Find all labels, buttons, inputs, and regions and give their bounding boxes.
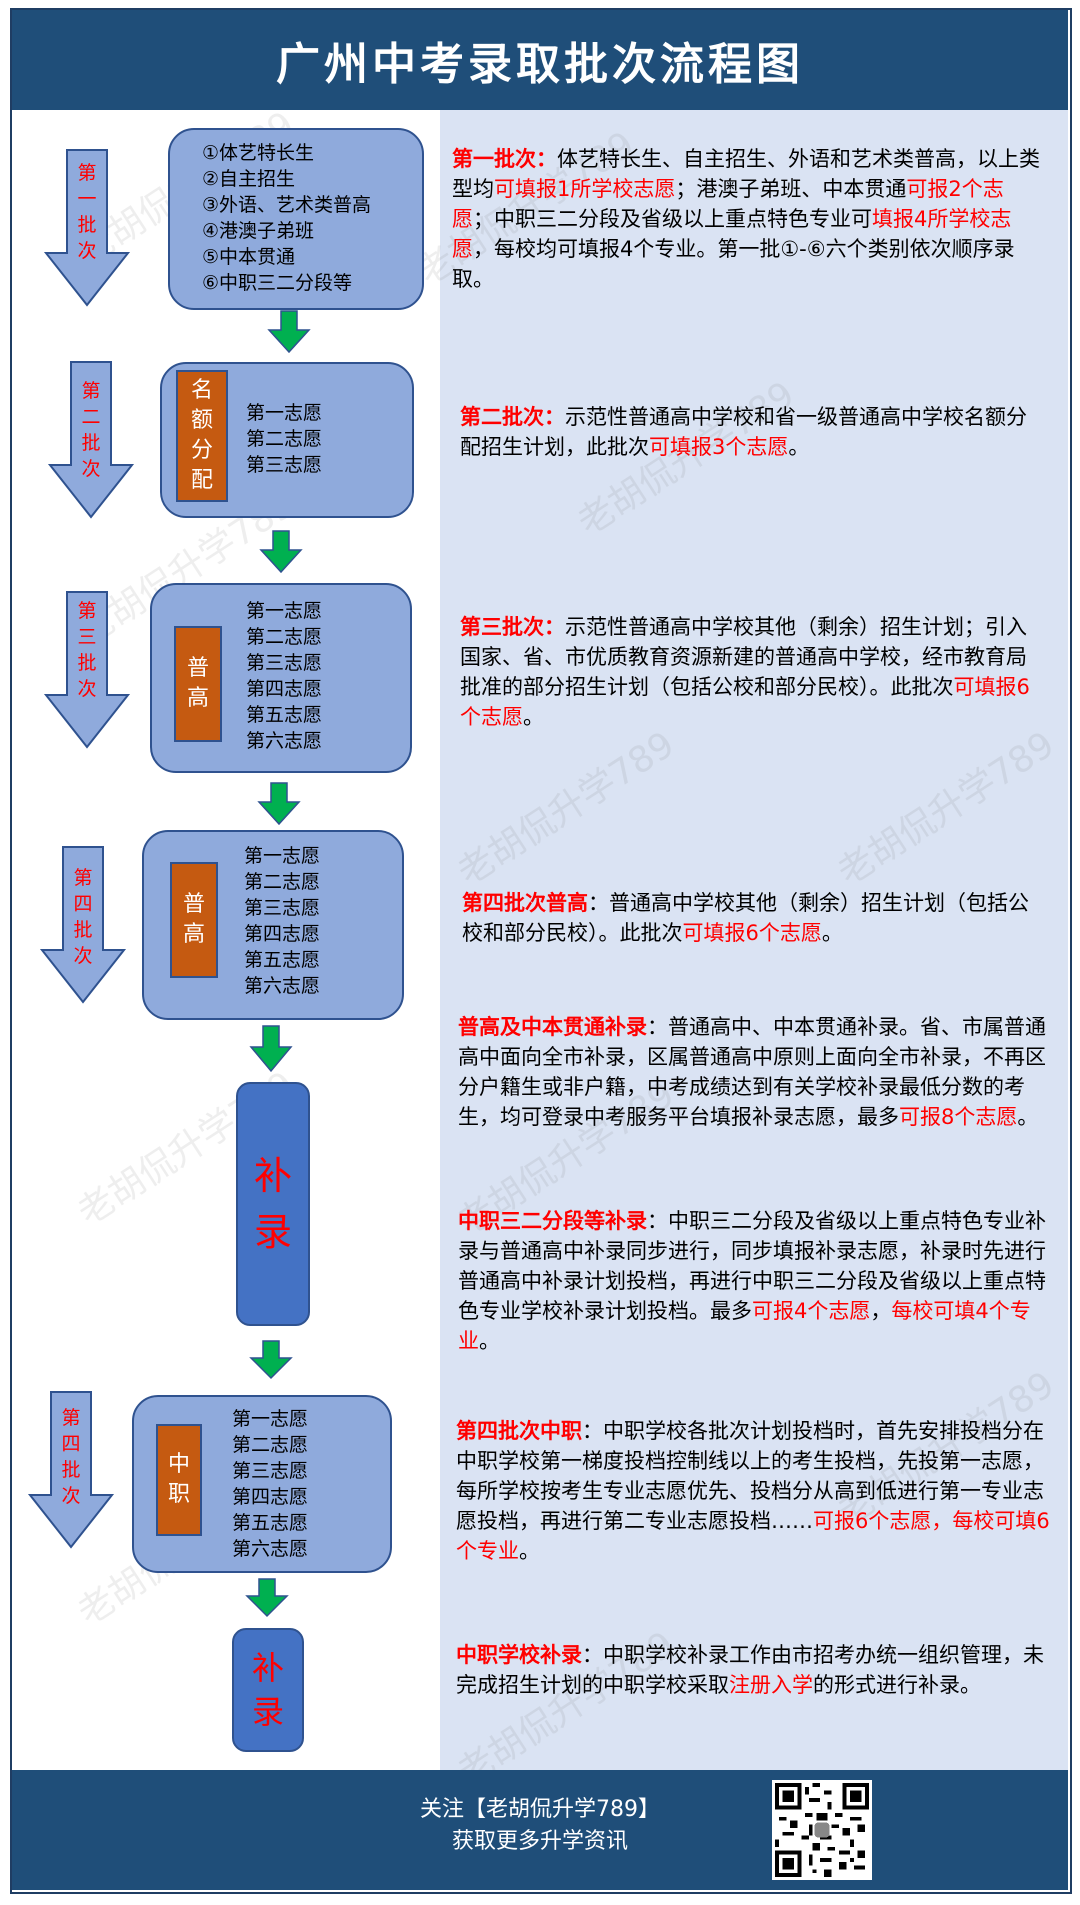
- description-panel: [440, 110, 1068, 1770]
- vocational-supplementary-box: 补录: [232, 1628, 304, 1752]
- footer: [12, 1770, 1068, 1890]
- batch-4-vocational-side-arrow-icon: [27, 1391, 115, 1549]
- desc-supplementary-vocational: 中职三二分段等补录：中职三二分段及省级以上重点特色专业补录与普通高中补录同步进行…: [458, 1209, 1046, 1353]
- footer-text: 关注【老胡侃升学789】 获取更多升学资讯: [340, 1794, 740, 1858]
- batch-4-side-label: 第四批次: [73, 867, 93, 967]
- batch-2-tag: 名额分配: [176, 370, 228, 502]
- batch-2-items: 第一志愿第二志愿第三志愿: [246, 402, 323, 476]
- green-down-arrow-icon: [257, 782, 301, 826]
- batch-4-tag: 普高: [170, 862, 218, 978]
- batch-3-side-label: 第三批次: [77, 600, 97, 700]
- batch-3-tag: 普高: [174, 626, 222, 742]
- batch-1-box: [168, 128, 424, 310]
- qr-code-icon: [772, 1780, 872, 1880]
- batch-4-items: 第一志愿第二志愿第三志愿 第四志愿第五志愿第六志愿: [244, 845, 321, 997]
- desc-batch-4-vocational: 第四批次中职：中职学校各批次计划投档时，首先安排投档分在中职学校第一梯度投档控制…: [456, 1419, 1050, 1563]
- batch-4-side-arrow-icon: [39, 846, 127, 1004]
- desc-batch-2: 第二批次：示范性普通高中学校和省一级普通高中学校名额分配招生计划，此批次可填报3…: [460, 405, 1027, 459]
- batch-3-side-arrow-icon: [43, 591, 131, 749]
- desc-supplementary-general: 普高及中本贯通补录：普通高中、中本贯通补录。省、市属普通高中面向全市补录，区属普…: [458, 1015, 1046, 1129]
- batch-4-vocational-items: 第一志愿第二志愿第三志愿 第四志愿第五志愿第六志愿: [232, 1408, 309, 1560]
- green-down-arrow-icon: [259, 530, 303, 574]
- footer-info-text: 获取更多升学资讯: [451, 1829, 628, 1854]
- green-down-arrow-icon: [249, 1025, 293, 1073]
- batch-2-side-arrow-icon: [47, 361, 135, 519]
- supplementary-admission-box: 补录: [236, 1082, 310, 1326]
- batch-3-items: 第一志愿第二志愿第三志愿 第四志愿第五志愿第六志愿: [246, 600, 323, 752]
- desc-batch-4-general: 第四批次普高：普通高中学校其他（剩余）招生计划（包括公校和部分民校）。此批次可填…: [462, 891, 1029, 945]
- desc-batch-1: 第一批次：体艺特长生、自主招生、外语和艺术类普高，以上类型均可填报1所学校志愿；…: [452, 147, 1040, 291]
- desc-batch-3: 第三批次：示范性普通高中学校其他（剩余）招生计划；引入国家、省、市优质教育资源新…: [460, 615, 1030, 729]
- footer-follow-text: 关注【老胡侃升学789】: [420, 1797, 660, 1822]
- green-down-arrow-icon: [249, 1340, 293, 1380]
- batch-4-vocational-tag: 中职: [156, 1424, 202, 1536]
- desc-vocational-supplementary: 中职学校补录：中职学校补录工作由市招考办统一组织管理，未完成招生计划的中职学校采…: [456, 1643, 1044, 1697]
- page-title: 广州中考录取批次流程图: [12, 10, 1068, 110]
- batch-1-side-arrow-icon: [43, 149, 131, 307]
- batch-1-side-label: 第一批次: [77, 162, 97, 262]
- green-down-arrow-icon: [267, 310, 311, 354]
- batch-4-vocational-side-label: 第四批次: [61, 1407, 81, 1507]
- green-down-arrow-icon: [245, 1578, 289, 1618]
- batch-2-side-label: 第二批次: [81, 380, 101, 480]
